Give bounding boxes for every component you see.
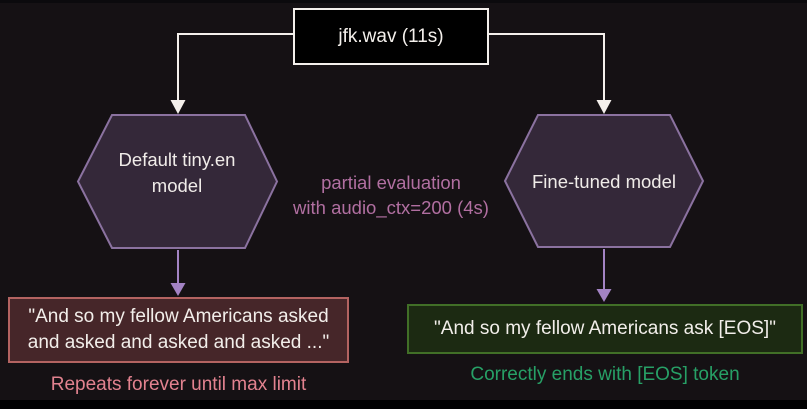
finetuned-model-label: Fine-tuned model [532,171,676,192]
success-caption: Correctly ends with [EOS] token [470,364,740,385]
partial-evaluation-annotation: partial evaluation with audio_ctx=200 (4… [293,172,489,218]
failure-transcript-box: "And so my fellow Americans asked and as… [8,297,349,363]
connector-source-to-left-hexagon [177,33,293,101]
source-audio-node: jfk.wav (11s) [293,8,489,65]
success-transcript-box: "And so my fellow Americans ask [EOS]" [407,304,803,354]
hexagon-finetuned-model [503,114,705,248]
default-model-label: Default tiny.en model [118,149,236,196]
arrowhead-left-white-icon [170,100,186,114]
hexagon-default-model [76,114,279,249]
arrowhead-right-purple-icon [596,289,612,302]
failure-caption: Repeats forever until max limit [50,374,307,395]
connector-source-to-right-hexagon [489,33,605,101]
window-bottom-edge [0,400,807,409]
window-top-edge [0,0,807,3]
arrowhead-right-white-icon [596,100,612,114]
arrowhead-left-purple-icon [170,283,186,296]
